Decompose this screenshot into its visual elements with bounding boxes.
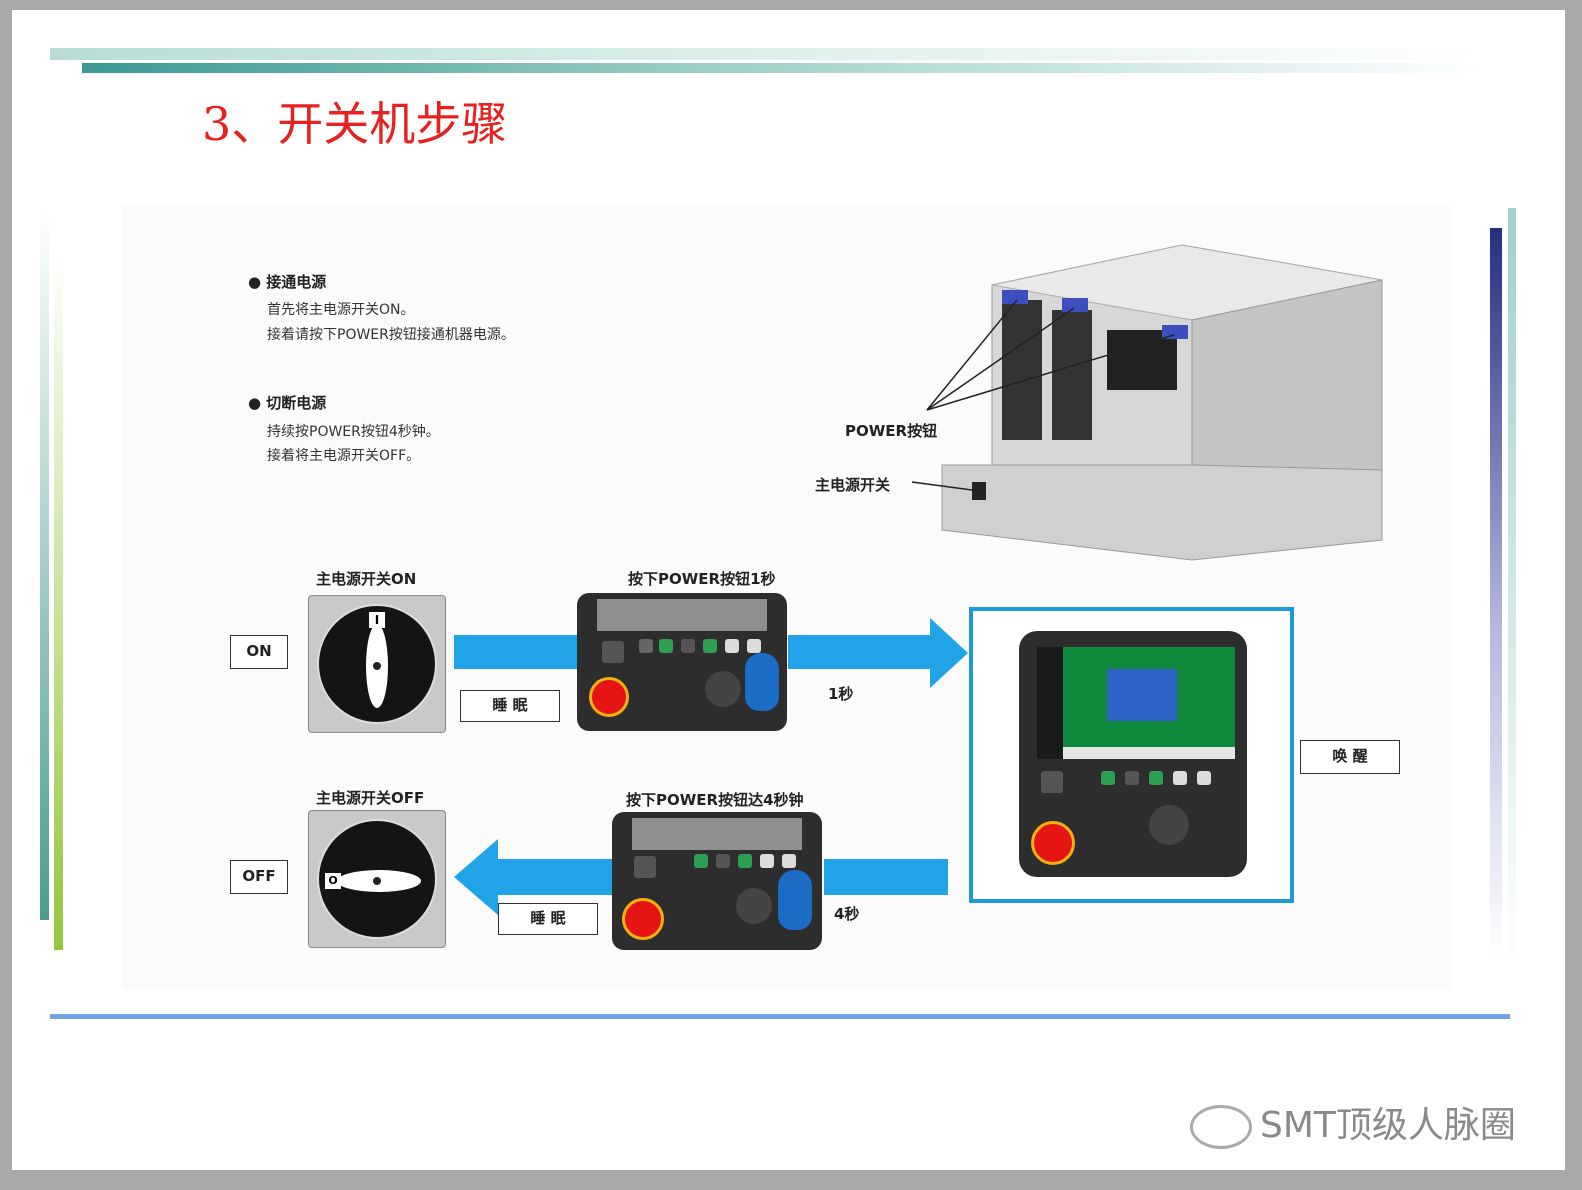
- panel-key-green: [738, 854, 752, 868]
- power-button: [782, 854, 796, 868]
- panel-key-green: [1101, 771, 1115, 785]
- panel-key-green: [694, 854, 708, 868]
- power-on-line1: 首先将主电源开关ON。: [267, 299, 415, 319]
- emergency-stop-button: [589, 677, 629, 717]
- pressing-finger-icon: [745, 653, 779, 711]
- flow-arrow-4: [824, 859, 948, 895]
- power-button-callout: POWER按钮: [845, 420, 937, 441]
- four-second-label: 4秒: [834, 903, 859, 924]
- panel-key: [725, 639, 739, 653]
- panel-key: [760, 854, 774, 868]
- watermark-text: SMT顶级人脉圈: [1260, 1105, 1516, 1146]
- arrow-head-left: [454, 839, 498, 915]
- control-panel-2: [612, 812, 822, 950]
- switch-pivot: [371, 875, 383, 887]
- power-button: [1197, 771, 1211, 785]
- control-panel-1: [577, 593, 787, 731]
- power-on-heading: ● 接通电源: [248, 271, 326, 292]
- top-decor-bar: [50, 48, 1490, 60]
- main-switch-on: I: [308, 595, 446, 733]
- flow-arrow-1: [454, 635, 580, 669]
- slide: 3、开关机步骤 ● 接通电源 首先将主电源开关ON。 接着请按下POWER按钮接…: [12, 10, 1565, 1170]
- dpad: [1149, 805, 1189, 845]
- panel-key-green: [1149, 771, 1163, 785]
- panel-key: [634, 856, 656, 878]
- wake-frame: [969, 607, 1294, 903]
- display-icon-box: [1107, 669, 1177, 721]
- panel-key: [716, 854, 730, 868]
- display-sidebar: [1037, 647, 1063, 759]
- pressing-finger-icon: [778, 870, 812, 930]
- wechat-icon: [1190, 1105, 1252, 1149]
- main-switch-off: O: [308, 810, 446, 948]
- panel-key: [602, 641, 624, 663]
- diagram-area: ● 接通电源 首先将主电源开关ON。 接着请按下POWER按钮接通机器电源。 ●…: [122, 205, 1452, 990]
- on-box: ON: [230, 635, 288, 669]
- dpad: [705, 671, 741, 707]
- power-button: [747, 639, 761, 653]
- control-panel-awake: [1019, 631, 1247, 877]
- panel-key: [1173, 771, 1187, 785]
- panel-display-1: [597, 599, 767, 631]
- main-switch-callout: 主电源开关: [815, 474, 890, 495]
- right-decor-bar: [1490, 228, 1502, 958]
- power-off-line2: 接着将主电源开关OFF。: [267, 445, 420, 465]
- switch-dial-off: O: [317, 819, 437, 939]
- left-decor-bar: [40, 210, 49, 920]
- one-second-label: 1秒: [828, 683, 853, 704]
- panel-key-green: [703, 639, 717, 653]
- arrow-head-right: [930, 618, 968, 688]
- panel-key: [1041, 771, 1063, 793]
- dpad: [736, 888, 772, 924]
- left-decor-bar-2: [54, 250, 63, 950]
- power-off-line1: 持续按POWER按钮4秒钟。: [267, 421, 440, 441]
- sleep-box-2: 睡 眠: [498, 903, 598, 935]
- panel-key: [639, 639, 653, 653]
- panel-display-2: [632, 818, 802, 850]
- slide-title: 3、开关机步骤: [202, 88, 507, 154]
- watermark: SMT顶级人脉圈: [1190, 1096, 1516, 1149]
- press1-label: 按下POWER按钮1秒: [628, 568, 776, 589]
- switch-pivot: [371, 660, 383, 672]
- off-box: OFF: [230, 860, 288, 894]
- power-on-line2: 接着请按下POWER按钮接通机器电源。: [267, 324, 515, 344]
- flow-arrow-3: [497, 859, 612, 895]
- wake-box: 唤 醒: [1300, 740, 1400, 774]
- on-switch-label: 主电源开关ON: [316, 568, 416, 589]
- emergency-stop-button: [622, 898, 664, 940]
- press4-label: 按下POWER按钮达4秒钟: [626, 789, 804, 810]
- power-off-heading: ● 切断电源: [248, 392, 326, 413]
- top-decor-bar-2: [82, 63, 1482, 73]
- panel-key: [681, 639, 695, 653]
- panel-key-green: [659, 639, 673, 653]
- bottom-decor-line: [50, 1014, 1510, 1019]
- machine-illustration: [822, 220, 1422, 570]
- right-decor-bar-2: [1508, 208, 1516, 968]
- sleep-box-1: 睡 眠: [460, 690, 560, 722]
- panel-key: [1125, 771, 1139, 785]
- panel-display-awake: [1037, 647, 1235, 759]
- switch-dial-on: I: [317, 604, 437, 724]
- flow-arrow-2: [788, 635, 934, 669]
- off-switch-label: 主电源开关OFF: [316, 787, 424, 808]
- display-status-row: [1063, 747, 1235, 759]
- emergency-stop-button: [1031, 821, 1075, 865]
